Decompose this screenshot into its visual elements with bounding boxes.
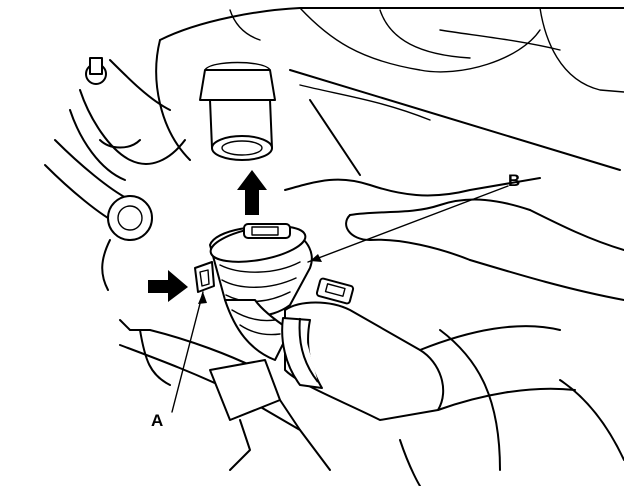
mounting-bracket — [44, 57, 186, 226]
press-side-arrow — [148, 270, 188, 302]
callout-b-label: B — [508, 171, 520, 190]
grommet — [101, 195, 153, 291]
wiring-harness — [284, 177, 624, 301]
pull-up-arrow — [237, 170, 267, 215]
callout-a-label: A — [151, 411, 163, 430]
quick-connector — [194, 223, 313, 317]
hose-clamp — [281, 277, 355, 389]
hose — [224, 299, 576, 421]
upper-pipe-fitting — [199, 61, 276, 161]
callout-leaders — [171, 185, 509, 413]
engine-casting — [155, 7, 624, 176]
lower-frame — [119, 319, 624, 486]
